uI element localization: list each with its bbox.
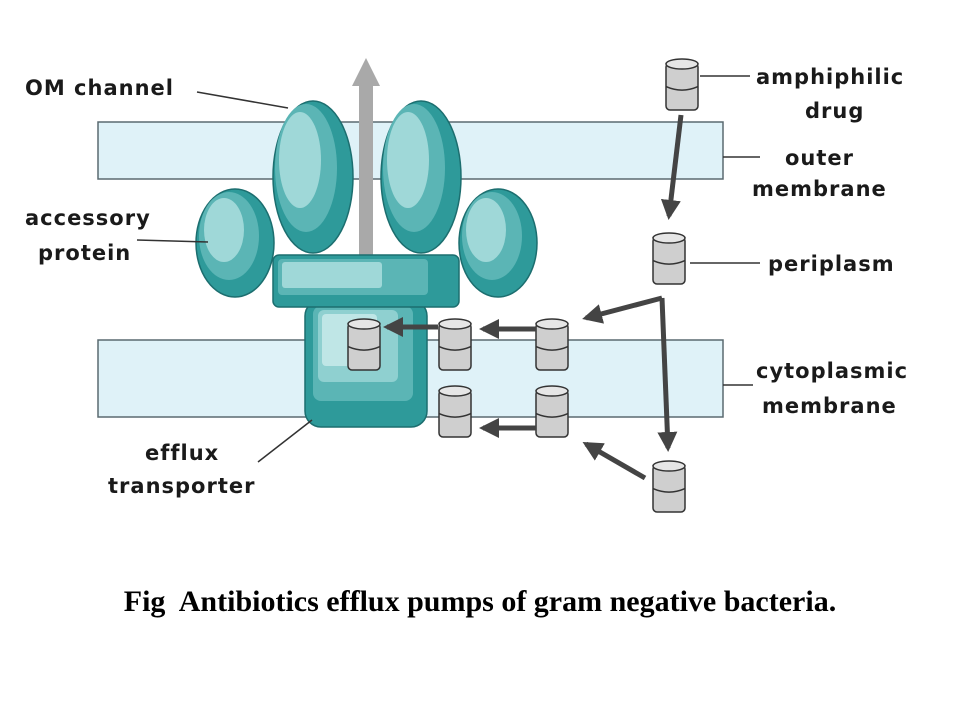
- label-outer-line1: outer: [785, 146, 854, 170]
- drug-periplasm: [652, 232, 686, 285]
- drug-membrane-mid-lower: [438, 385, 472, 438]
- label-periplasm: periplasm: [768, 252, 895, 276]
- label-accessory-line2: protein: [38, 241, 131, 265]
- drug-flow-arrows: [383, 114, 684, 481]
- drug-in-transporter: [347, 318, 381, 371]
- om-channel: [272, 100, 462, 254]
- label-amphiphilic-line1: amphiphilic: [756, 65, 904, 89]
- exit-arrow: [352, 58, 380, 257]
- label-outer-line2: membrane: [752, 177, 887, 201]
- accessory-protein-right: [458, 188, 538, 298]
- drug-membrane-mid-upper: [438, 318, 472, 371]
- drug-cytoplasm: [652, 460, 686, 513]
- arrow-periplasm-to-cytoplasm: [657, 297, 678, 452]
- label-cytoplasmic-line1: cytoplasmic: [756, 359, 908, 383]
- figure-caption: Fig Antibiotics efflux pumps of gram neg…: [123, 585, 837, 618]
- arrow-cytoplasm-to-membrane: [582, 441, 647, 481]
- arrow-periplasm-to-membrane: [582, 295, 663, 324]
- drug-molecules: [347, 58, 699, 513]
- label-pointer-lines: [136, 75, 760, 463]
- drug-membrane-right-lower: [535, 385, 569, 438]
- label-amphiphilic-line2: drug: [805, 99, 864, 123]
- accessory-protein-left: [195, 188, 275, 298]
- label-accessory-line1: accessory: [25, 206, 151, 230]
- periplasmic-connector: [272, 254, 460, 308]
- label-cytoplasmic-line2: membrane: [762, 394, 897, 418]
- label-efflux-line2: transporter: [108, 474, 255, 498]
- arrow-drug-to-periplasm: [660, 114, 684, 220]
- label-efflux-line1: efflux: [145, 441, 219, 465]
- drug-membrane-right-upper: [535, 318, 569, 371]
- drug-outside: [665, 58, 699, 111]
- label-om-channel: OM channel: [25, 76, 174, 100]
